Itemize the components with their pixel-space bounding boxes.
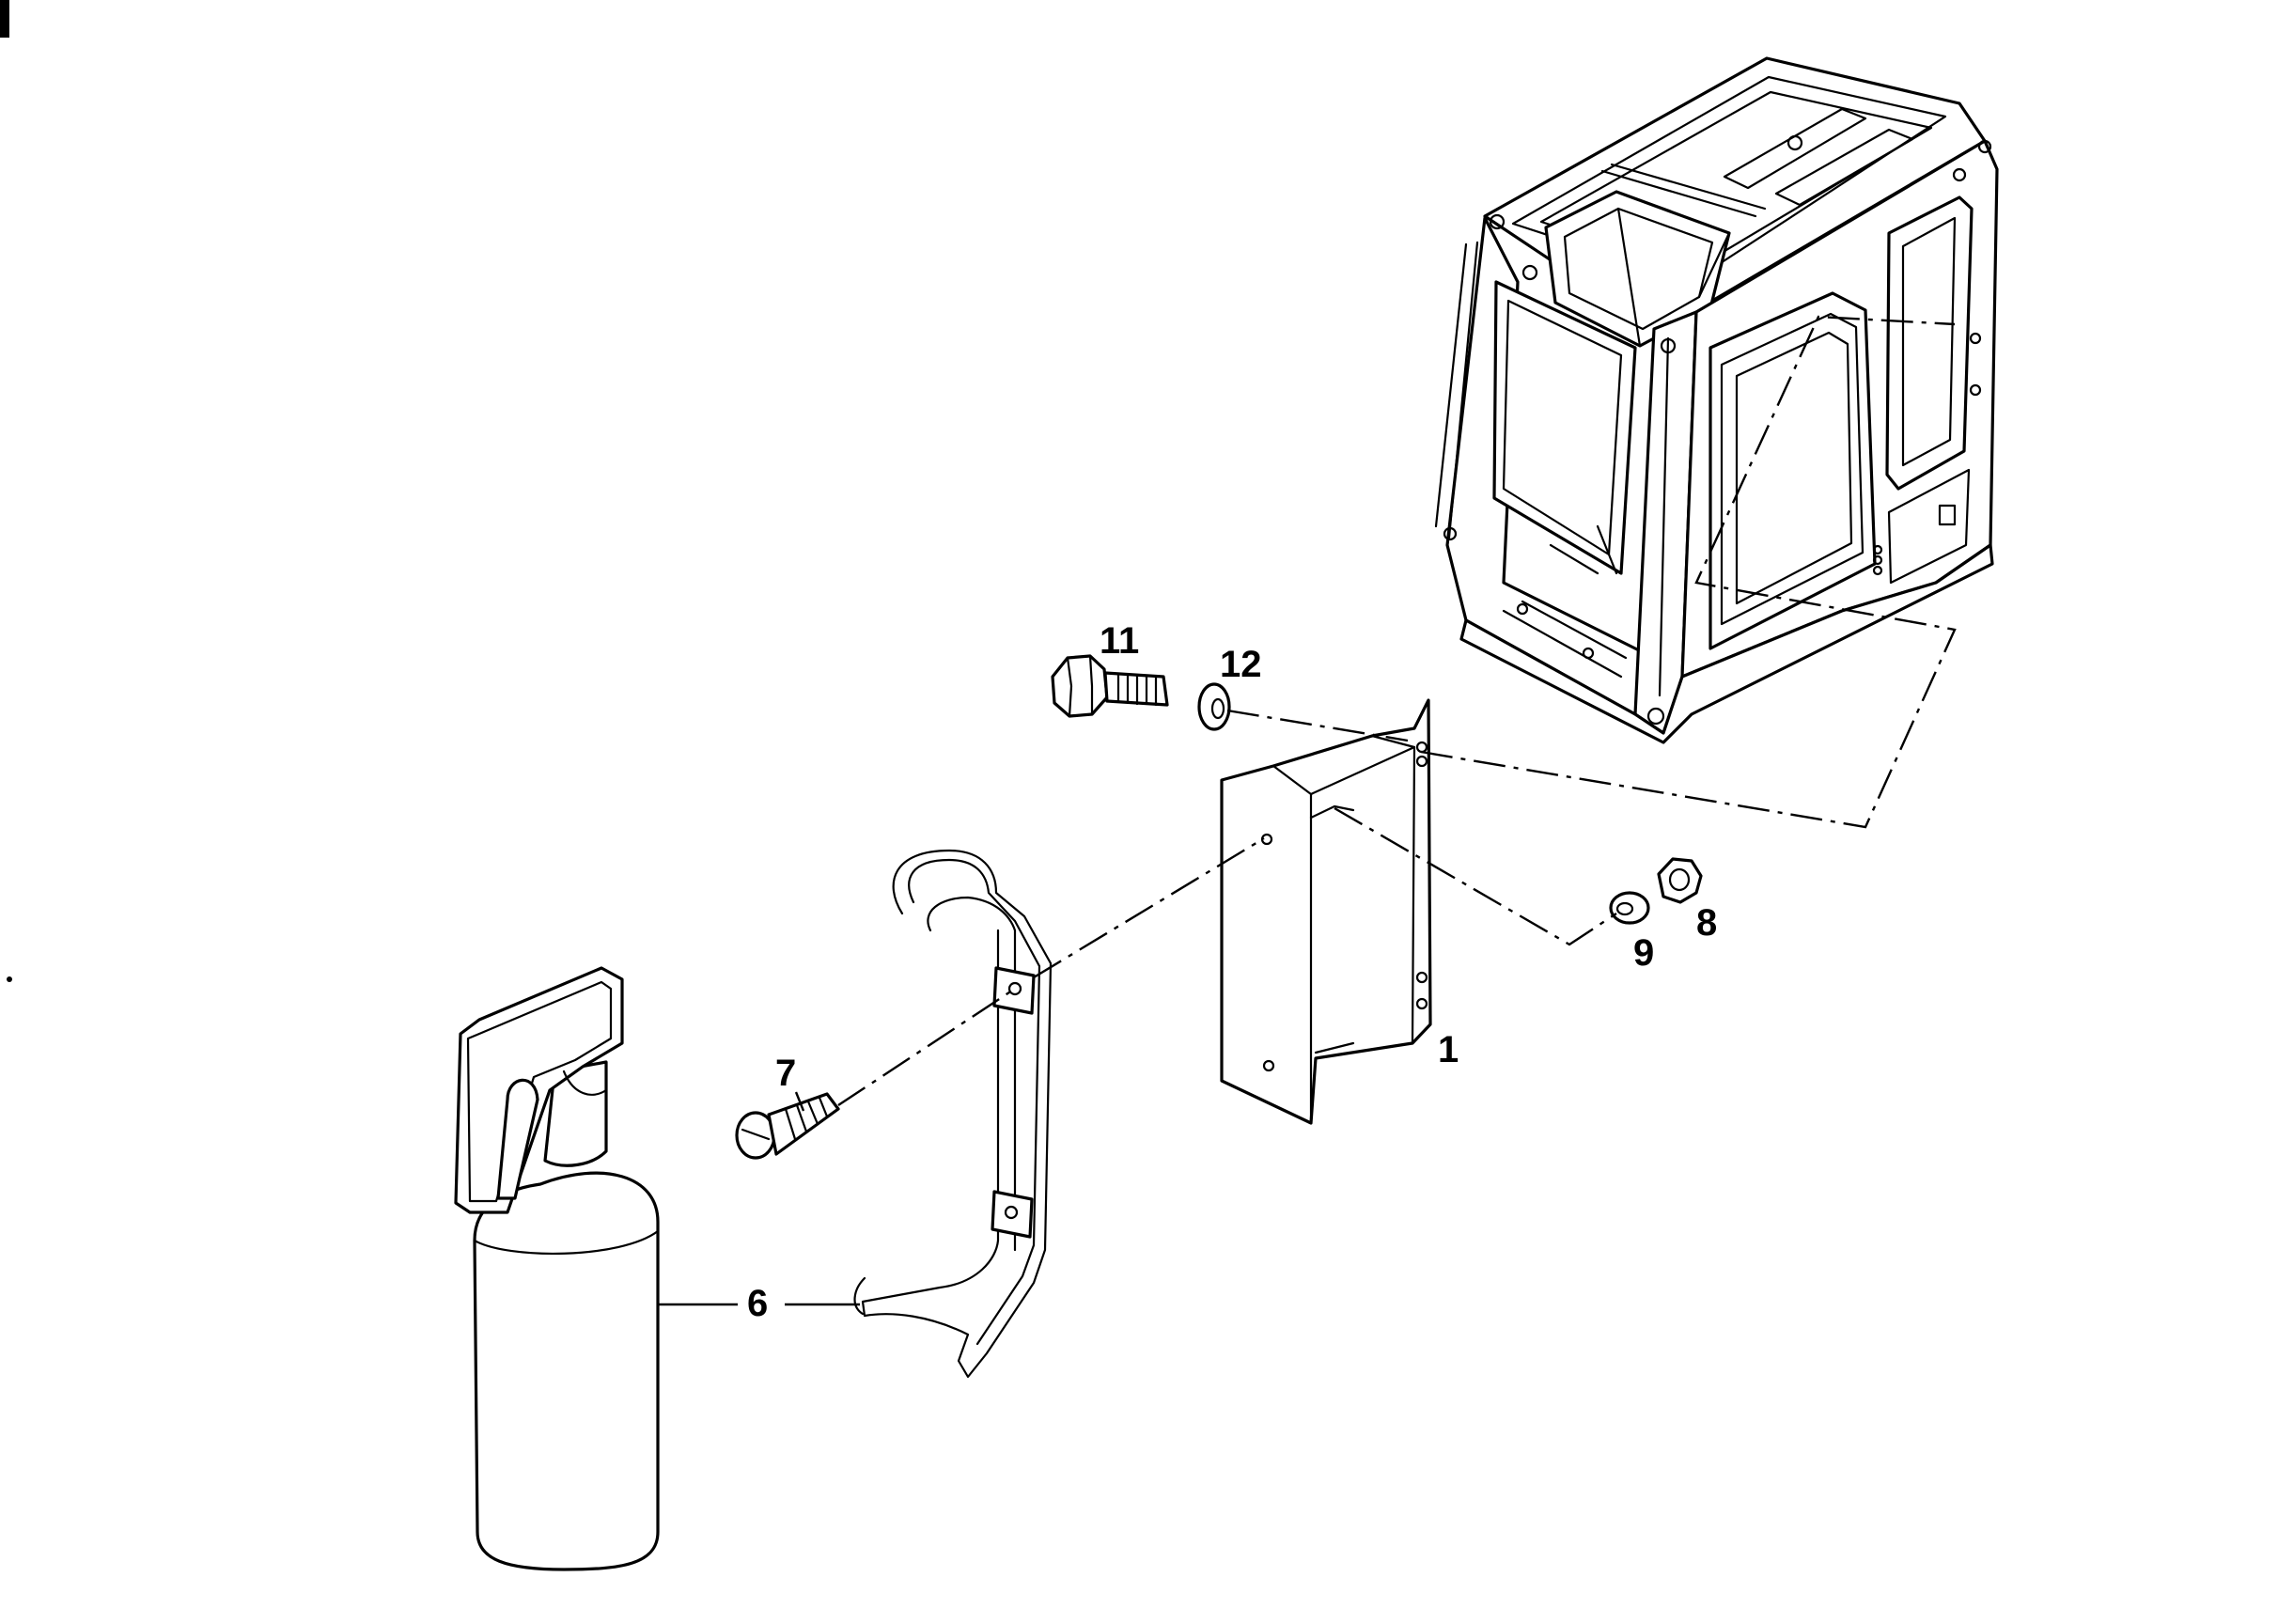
fire-extinguisher-part-6 (454, 966, 660, 1571)
callouts: 11 12 1 8 9 7 6 (658, 620, 1717, 1324)
corner-scan-mark (0, 0, 9, 38)
screw-part-7 (735, 1092, 840, 1160)
bolt-part-11 (1051, 654, 1169, 718)
callout-6: 6 (747, 1283, 768, 1324)
washer-part-12 (1197, 682, 1231, 731)
assembly-leader-lines (837, 315, 1957, 1107)
washer-part-9 (1609, 891, 1650, 925)
callout-7-leader (794, 1091, 805, 1112)
cab-frame (1434, 56, 1999, 744)
nut-part-8 (1657, 857, 1703, 904)
callout-7: 7 (775, 1053, 796, 1094)
bracket-part-1 (1220, 698, 1432, 1125)
scan-speck (7, 976, 12, 982)
extinguisher-holder (853, 849, 1053, 1379)
callout-8: 8 (1696, 902, 1717, 944)
callout-1: 1 (1438, 1029, 1459, 1070)
callout-11: 11 (1100, 620, 1139, 662)
callout-9: 9 (1633, 932, 1654, 974)
callout-12: 12 (1220, 644, 1262, 685)
